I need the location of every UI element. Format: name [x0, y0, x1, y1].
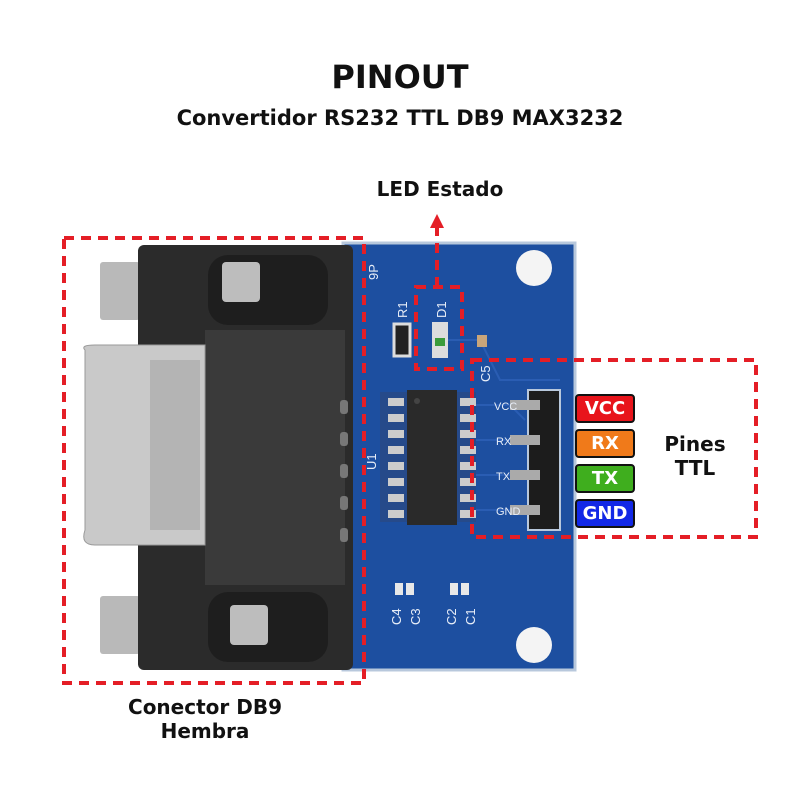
pin-badge-tx: TX	[575, 464, 635, 493]
silk-gnd: GND	[496, 506, 521, 518]
connector-label-line2: Hembra	[160, 719, 250, 743]
led-chip	[435, 338, 445, 346]
silk-rx: RX	[496, 436, 512, 448]
silk-d1: D1	[434, 301, 449, 318]
capacitor-c5	[477, 335, 487, 347]
silk-u1: U1	[364, 453, 379, 470]
ic-pin	[388, 446, 404, 454]
ic-pin	[388, 398, 404, 406]
page-subtitle: Convertidor RS232 TTL DB9 MAX3232	[176, 106, 624, 130]
page-title: PINOUT	[331, 58, 469, 96]
pins-callout-box	[470, 358, 758, 539]
silk-9p: 9P	[366, 264, 381, 280]
ic-pin	[388, 478, 404, 486]
db9-solder-pin	[340, 432, 348, 446]
ttl-pins-label-line1: Pines	[664, 432, 726, 456]
silk-r1: R1	[395, 301, 410, 318]
ic-pin	[460, 414, 476, 422]
silk-c4: C4	[389, 608, 404, 625]
db9-solder-pin	[340, 496, 348, 510]
db9-solder-pin	[340, 464, 348, 478]
pin-badge-vcc: VCC	[575, 394, 635, 423]
ic-pin	[388, 414, 404, 422]
arrow-up-icon	[430, 214, 444, 228]
ic-pin	[388, 494, 404, 502]
ic-pin	[460, 446, 476, 454]
silk-vcc: VCC	[494, 401, 517, 413]
ttl-pins-label: Pines TTL	[640, 432, 750, 480]
pin-badge-rx: RX	[575, 429, 635, 458]
silk-c1: C1	[463, 608, 478, 625]
resistor-r1	[392, 322, 412, 358]
silk-c2: C2	[444, 608, 459, 625]
silk-c5: C5	[478, 365, 493, 382]
ic-pin	[460, 510, 476, 518]
pin-header	[510, 389, 561, 531]
db9-connector	[83, 245, 353, 670]
ic-pin	[388, 462, 404, 470]
db9-solder-pin	[340, 528, 348, 542]
connector-callout-box	[62, 236, 366, 685]
mounting-hole	[516, 627, 552, 663]
silk-tx: TX	[496, 471, 511, 483]
ttl-pins-label-line2: TTL	[674, 456, 716, 480]
led-status-label: LED Estado	[376, 177, 504, 201]
connector-label-line1: Conector DB9	[128, 695, 282, 719]
ic-pin	[388, 510, 404, 518]
ic-pin	[460, 494, 476, 502]
silk-c3: C3	[408, 608, 423, 625]
ic-pin	[460, 478, 476, 486]
max3232-ic	[380, 390, 476, 525]
db9-solder-pin	[340, 400, 348, 414]
mounting-hole	[516, 250, 552, 286]
capacitors	[395, 583, 469, 595]
ic-pin	[460, 462, 476, 470]
ic-pin	[460, 430, 476, 438]
pin-badge-gnd: GND	[575, 499, 635, 528]
ic-pin	[460, 398, 476, 406]
connector-label: Conector DB9 Hembra	[80, 695, 330, 743]
ic-pin	[388, 430, 404, 438]
